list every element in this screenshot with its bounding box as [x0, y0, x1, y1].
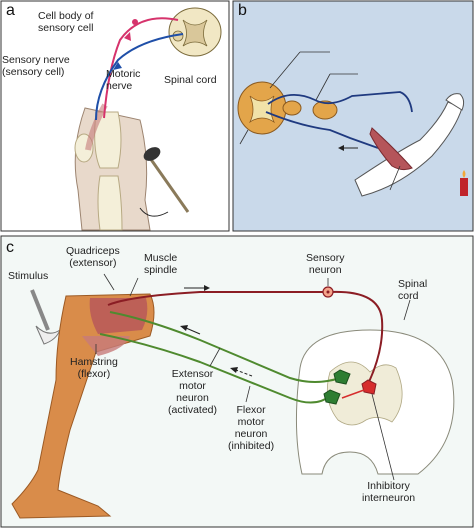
panel-b	[232, 0, 474, 232]
label-muscle-spindle: Muscle spindle	[144, 252, 178, 276]
label-hamstring: Hamstring (flexor)	[70, 356, 118, 380]
label-extensor-motor: Extensor motor neuron (activated)	[168, 368, 218, 416]
label-quadriceps: Quadriceps (extensor)	[66, 245, 120, 269]
panel-b-frame	[232, 0, 474, 232]
sensory-nerve-line	[103, 17, 179, 119]
sensory-arrow-a	[124, 32, 131, 41]
motor-arrow-a	[113, 62, 122, 70]
sensory-nerve-b	[267, 91, 413, 113]
sensory-neuron-line	[107, 290, 384, 385]
flexor-motor-line	[99, 333, 331, 404]
leader-lines-c	[95, 273, 411, 481]
label-sensory-nerve: Sensory nerve (sensory cell)	[2, 54, 70, 78]
panel-b-letter: b	[238, 2, 247, 19]
flexor-cell-body	[323, 389, 341, 405]
label-spinal-cord-c: Spinal cord	[398, 278, 428, 302]
extensor-motor-line	[109, 311, 341, 383]
leg-a	[74, 103, 151, 231]
spinal-cord-a	[168, 7, 222, 57]
arrows-c	[180, 285, 253, 377]
candle	[460, 178, 468, 196]
leg-c	[11, 293, 155, 519]
label-motoric-nerve: Motoric nerve	[106, 68, 141, 92]
panel-a-letter: a	[6, 2, 15, 19]
panel-c	[0, 235, 474, 528]
motor-nerve-line	[95, 33, 184, 121]
inhibitory-interneuron-body	[361, 379, 377, 395]
label-spinal-cord-a: Spinal cord	[164, 74, 217, 86]
reflex-hammer	[143, 147, 190, 213]
kick-arrow	[139, 207, 169, 217]
spinal-cord-b	[237, 81, 338, 135]
extensor-cell-body	[333, 369, 351, 385]
label-inhibitory-interneuron: Inhibitory interneuron	[362, 480, 416, 504]
label-stimulus: Stimulus	[8, 270, 49, 282]
label-cell-body: Cell body of sensory cell	[38, 10, 94, 34]
motor-nerve-b	[265, 111, 379, 149]
label-flexor-motor: Flexor motor neuron (inhibited)	[228, 404, 275, 452]
sensory-cell-body	[132, 19, 138, 25]
panel-c-letter: c	[6, 239, 14, 256]
panel-a	[0, 0, 230, 232]
arm-b	[354, 93, 465, 197]
label-sensory-neuron: Sensory neuron	[306, 252, 345, 276]
